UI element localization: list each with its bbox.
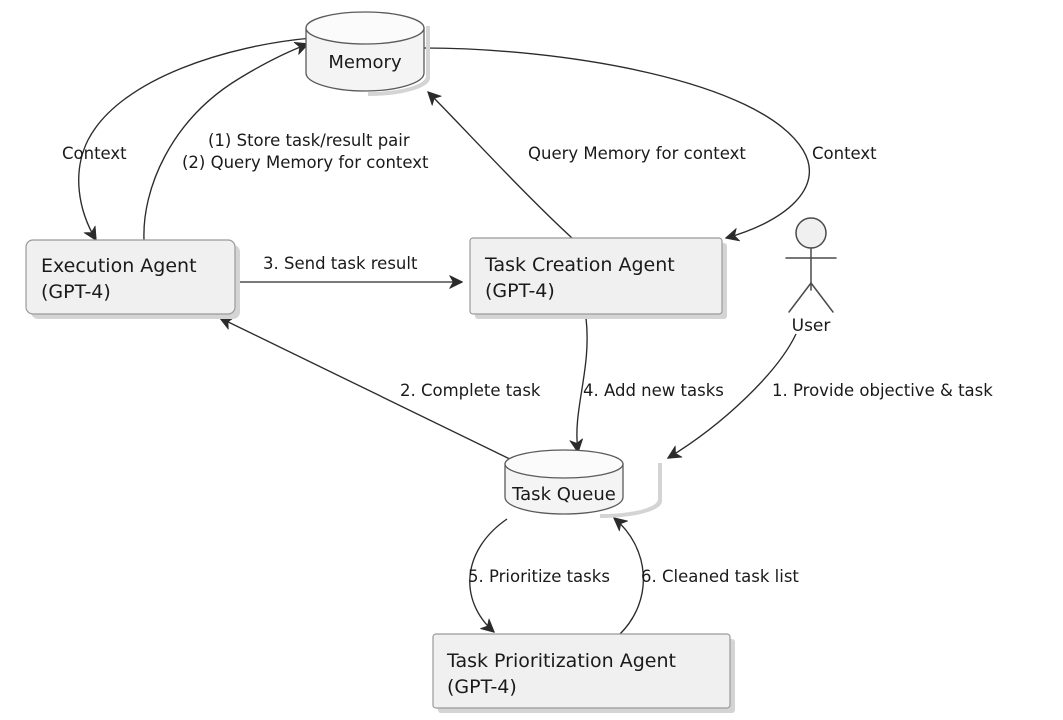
memory-cylinder-body xyxy=(305,27,425,92)
edge-label-store-pair: (1) Store task/result pair xyxy=(208,131,410,150)
edge-label-prioritize-tasks: 5. Prioritize tasks xyxy=(468,567,610,586)
edge-label-complete-task: 2. Complete task xyxy=(400,381,541,400)
edge-label-provide-objective: 1. Provide objective & task xyxy=(772,381,993,400)
edge-task-creation-agent-to-memory: Query Memory for context xyxy=(427,91,746,239)
user-left-leg-icon xyxy=(788,282,812,313)
edge-arrow-path xyxy=(569,317,588,453)
task-creation-agent-label-line1: Task Creation Agent xyxy=(484,254,675,276)
user-right-leg-icon xyxy=(810,282,834,313)
edge-label-query-memory-execution: (2) Query Memory for context xyxy=(182,153,429,172)
edge-label-cleaned-task-list: 6. Cleaned task list xyxy=(641,567,799,586)
task-prioritization-agent-box xyxy=(432,633,731,709)
execution-agent-label-line2: (GPT-4) xyxy=(41,281,111,303)
edge-label-send-task-result: 3. Send task result xyxy=(263,254,418,273)
task-queue-label: Task Queue xyxy=(511,484,616,505)
node-task-prioritization-agent[interactable]: Task Prioritization Agent (GPT-4) xyxy=(432,633,735,713)
edge-prioritization-agent-to-task-queue: 6. Cleaned task list xyxy=(613,517,799,635)
edge-memory-to-task-creation-agent: Context xyxy=(423,47,877,242)
edge-arrow-path xyxy=(667,333,797,459)
edge-arrow-path xyxy=(78,37,313,241)
task-creation-agent-box xyxy=(469,237,723,315)
edge-arrow-path xyxy=(219,317,517,463)
task-queue-cylinder-top xyxy=(504,449,624,479)
edge-arrow-path xyxy=(143,41,309,241)
task-creation-agent-label-line2: (GPT-4) xyxy=(485,280,555,302)
edge-label-context-creation: Context xyxy=(812,144,877,163)
edge-label-add-new-tasks: 4. Add new tasks xyxy=(583,381,724,400)
edge-task-queue-to-prioritization-agent: 5. Prioritize tasks xyxy=(468,518,610,633)
edge-arrow-path xyxy=(427,91,573,239)
edge-memory-to-execution-agent: Context xyxy=(62,37,313,241)
edge-arrow-path xyxy=(423,47,810,242)
edge-task-creation-agent-to-task-queue: 4. Add new tasks xyxy=(569,317,724,453)
node-memory[interactable]: Memory xyxy=(305,11,430,96)
execution-agent-label-line1: Execution Agent xyxy=(41,255,197,277)
edge-execution-agent-to-task-creation-agent: 3. Send task result xyxy=(238,254,463,289)
edge-arrow-path xyxy=(613,517,645,635)
edge-label-query-memory-creation: Query Memory for context xyxy=(528,144,746,163)
memory-cylinder-top xyxy=(305,11,425,45)
node-task-creation-agent[interactable]: Task Creation Agent (GPT-4) xyxy=(469,237,727,319)
node-user[interactable]: User xyxy=(785,217,837,336)
edge-label-context-execution: Context xyxy=(62,144,127,163)
task-prioritization-agent-label-line1: Task Prioritization Agent xyxy=(446,650,676,672)
memory-label: Memory xyxy=(328,52,402,73)
user-head-icon xyxy=(795,217,827,249)
edge-user-to-task-queue: 1. Provide objective & task xyxy=(667,333,993,459)
user-label: User xyxy=(792,316,831,336)
edge-execution-agent-to-memory: (1) Store task/result pair (2) Query Mem… xyxy=(143,41,429,241)
edge-task-queue-to-execution-agent: 2. Complete task xyxy=(219,317,541,463)
node-execution-agent[interactable]: Execution Agent (GPT-4) xyxy=(25,239,240,319)
edge-arrow-path xyxy=(469,518,508,633)
task-prioritization-agent-label-line2: (GPT-4) xyxy=(447,676,517,698)
execution-agent-box xyxy=(25,239,236,315)
node-task-queue[interactable]: Task Queue xyxy=(504,449,662,518)
